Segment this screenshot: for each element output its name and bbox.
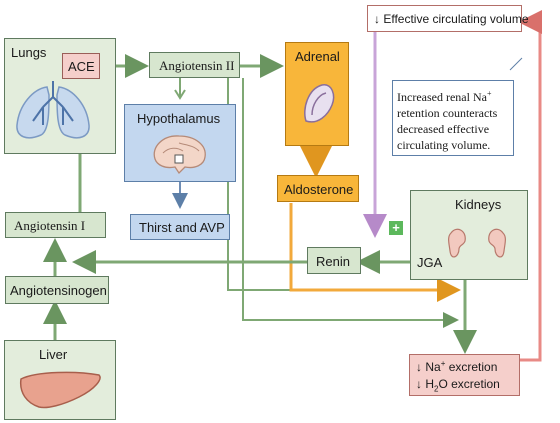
effective-volume-text: Effective circulating volume <box>383 12 529 26</box>
h2o-h: H <box>425 377 435 391</box>
liver-label: Liver <box>39 347 68 362</box>
ace-label: ACE <box>68 59 95 74</box>
h2o-sub: 2 <box>434 384 439 394</box>
na-sup: + <box>440 359 446 368</box>
na-down-arrow-icon: ↓ <box>416 360 422 374</box>
adrenal-box: Adrenal <box>285 42 349 146</box>
down-arrow-icon: ↓ <box>374 12 380 26</box>
h2o-down-arrow-icon: ↓ <box>416 377 422 391</box>
note-line-2: retention counteracts <box>397 106 498 120</box>
liver-icon <box>19 371 101 409</box>
angiotensinogen-box: Angiotensinogen <box>5 276 109 304</box>
h2o-suffix: O excretion <box>438 377 500 391</box>
hypothalamus-box: Hypothalamus <box>124 104 236 182</box>
lungs-label: Lungs <box>11 45 47 60</box>
adrenal-gland-icon <box>304 84 335 123</box>
angiotensin-i-label: Angiotensin I <box>14 218 86 233</box>
effective-volume-box: ↓ Effective circulating volume <box>367 5 529 32</box>
note-text: Increased renal Na+ retention counteract… <box>397 86 497 153</box>
angiotensin-i-box: Angiotensin I <box>5 212 106 238</box>
kidneys-box: Kidneys JGA <box>410 190 528 280</box>
h2o-excretion-label: ↓ H2O excretion <box>416 377 500 393</box>
na-prefix: Na <box>425 360 441 374</box>
liver-box: Liver <box>4 340 116 420</box>
stimulate-plus-icon: + <box>389 221 403 235</box>
excretion-box: ↓ Na+ excretion ↓ H2O excretion <box>409 354 520 396</box>
lungs-icon <box>16 81 90 139</box>
note-line-4: circulating volume. <box>397 138 491 152</box>
renin-label: Renin <box>316 254 350 269</box>
note-line-1-sup: + <box>486 89 492 98</box>
angiotensinogen-label: Angiotensinogen <box>10 283 107 298</box>
thirst-avp-box: Thirst and AVP <box>130 214 230 240</box>
aldosterone-label: Aldosterone <box>284 182 354 197</box>
left-kidney-icon <box>448 228 466 258</box>
na-suffix: excretion <box>445 360 498 374</box>
angiotensin-ii-box: Angiotensin II <box>149 52 240 78</box>
ace-box: ACE <box>62 53 100 79</box>
adrenal-label: Adrenal <box>295 49 340 64</box>
hypothalamus-label: Hypothalamus <box>137 111 221 126</box>
note-line-1: Increased renal Na+ <box>397 86 497 105</box>
right-kidney-icon <box>488 228 506 258</box>
arrow-excretion-to-effective-volume <box>518 10 542 362</box>
note-line-3: decreased effective <box>397 122 490 136</box>
thirst-avp-label: Thirst and AVP <box>139 220 225 235</box>
na-excretion-label: ↓ Na+ excretion <box>416 359 497 374</box>
renin-box: Renin <box>307 247 361 274</box>
brain-icon <box>153 135 206 175</box>
aldosterone-box: Aldosterone <box>277 175 359 202</box>
effective-volume-label: ↓ Effective circulating volume <box>374 12 529 26</box>
arrow-aldosterone-to-kidneys <box>289 203 461 302</box>
angiotensin-ii-label: Angiotensin II <box>159 58 235 73</box>
arrow-angiotensin-ii-to-hypothalamus <box>174 78 186 100</box>
note-box: Increased renal Na+ retention counteract… <box>392 80 514 156</box>
kidneys-label: Kidneys <box>455 197 502 212</box>
note-line-1-text: Increased renal Na <box>397 90 487 104</box>
note-pointer <box>509 57 523 71</box>
arrow-angiotensin-ii-to-kidneys-b <box>242 78 459 328</box>
jga-label: JGA <box>417 255 443 270</box>
